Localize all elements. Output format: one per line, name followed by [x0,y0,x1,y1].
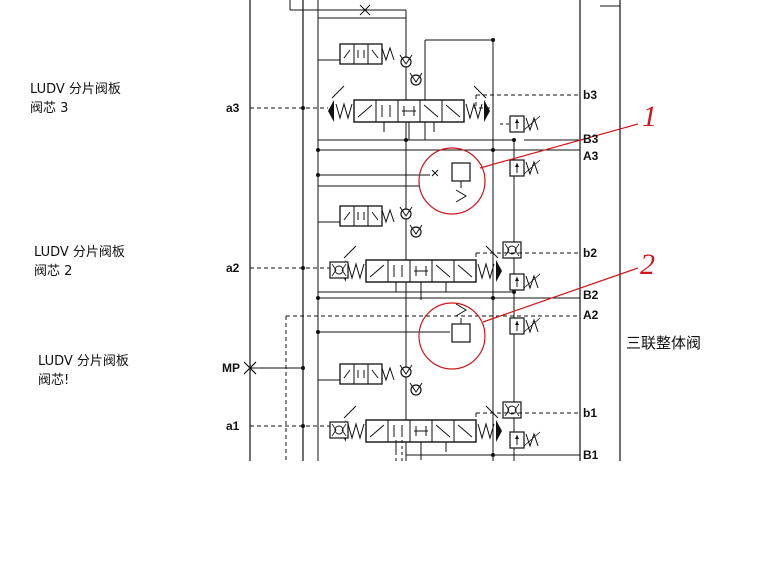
port-b3-pilot: b3 [583,88,598,102]
section-label-1-line2: 阀芯! [38,373,70,388]
port-a2: a2 [226,261,240,275]
port-a1: a1 [226,419,240,433]
section-label-2-line2: 阀芯 2 [34,264,73,279]
section-label-1-line1: LUDV 分片阀板 [38,354,129,369]
port-b2-pilot: b2 [583,246,598,260]
port-B2: B2 [583,288,599,302]
port-A3: A3 [583,149,599,163]
callout-2: 2 [640,248,655,281]
section-label-3-line1: LUDV 分片阀板 [30,82,121,97]
section-label-3-line2: 阀芯 3 [30,101,69,116]
port-a3: a3 [226,101,240,115]
callout-1: 1 [642,100,657,133]
port-B3: B3 [583,132,599,146]
port-mp: MP [222,361,240,375]
section-label-1: LUDV 分片阀板 阀芯! [38,352,129,390]
port-B1: B1 [583,448,599,462]
section-label-3: LUDV 分片阀板 阀芯 3 [30,80,121,118]
port-A2: A2 [583,308,599,322]
section-label-2-line1: LUDV 分片阀板 [34,245,125,260]
section-label-2: LUDV 分片阀板 阀芯 2 [34,243,125,281]
port-b1-pilot: b1 [583,406,598,420]
assembly-title: 三联整体阀 [626,334,702,352]
